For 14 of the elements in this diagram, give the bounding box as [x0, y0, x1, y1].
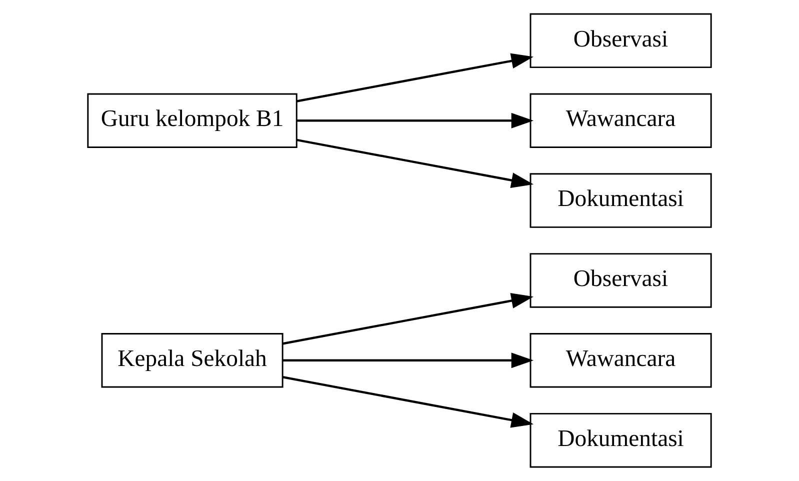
node-box: Wawancara	[530, 93, 712, 148]
arrow	[282, 293, 534, 345]
node-box: Kepala Sekolah	[101, 333, 284, 388]
node-box: Dokumentasi	[530, 412, 712, 468]
arrow	[296, 138, 534, 188]
node-box: Wawancara	[530, 333, 712, 388]
arrow	[296, 53, 534, 102]
arrow	[296, 112, 534, 128]
node-box: Dokumentasi	[530, 173, 712, 228]
node-box: Guru kelompok B1	[87, 93, 298, 148]
node-box: Observasi	[530, 253, 712, 308]
arrow	[282, 376, 534, 428]
node-box: Observasi	[530, 13, 712, 68]
arrow	[282, 352, 534, 368]
